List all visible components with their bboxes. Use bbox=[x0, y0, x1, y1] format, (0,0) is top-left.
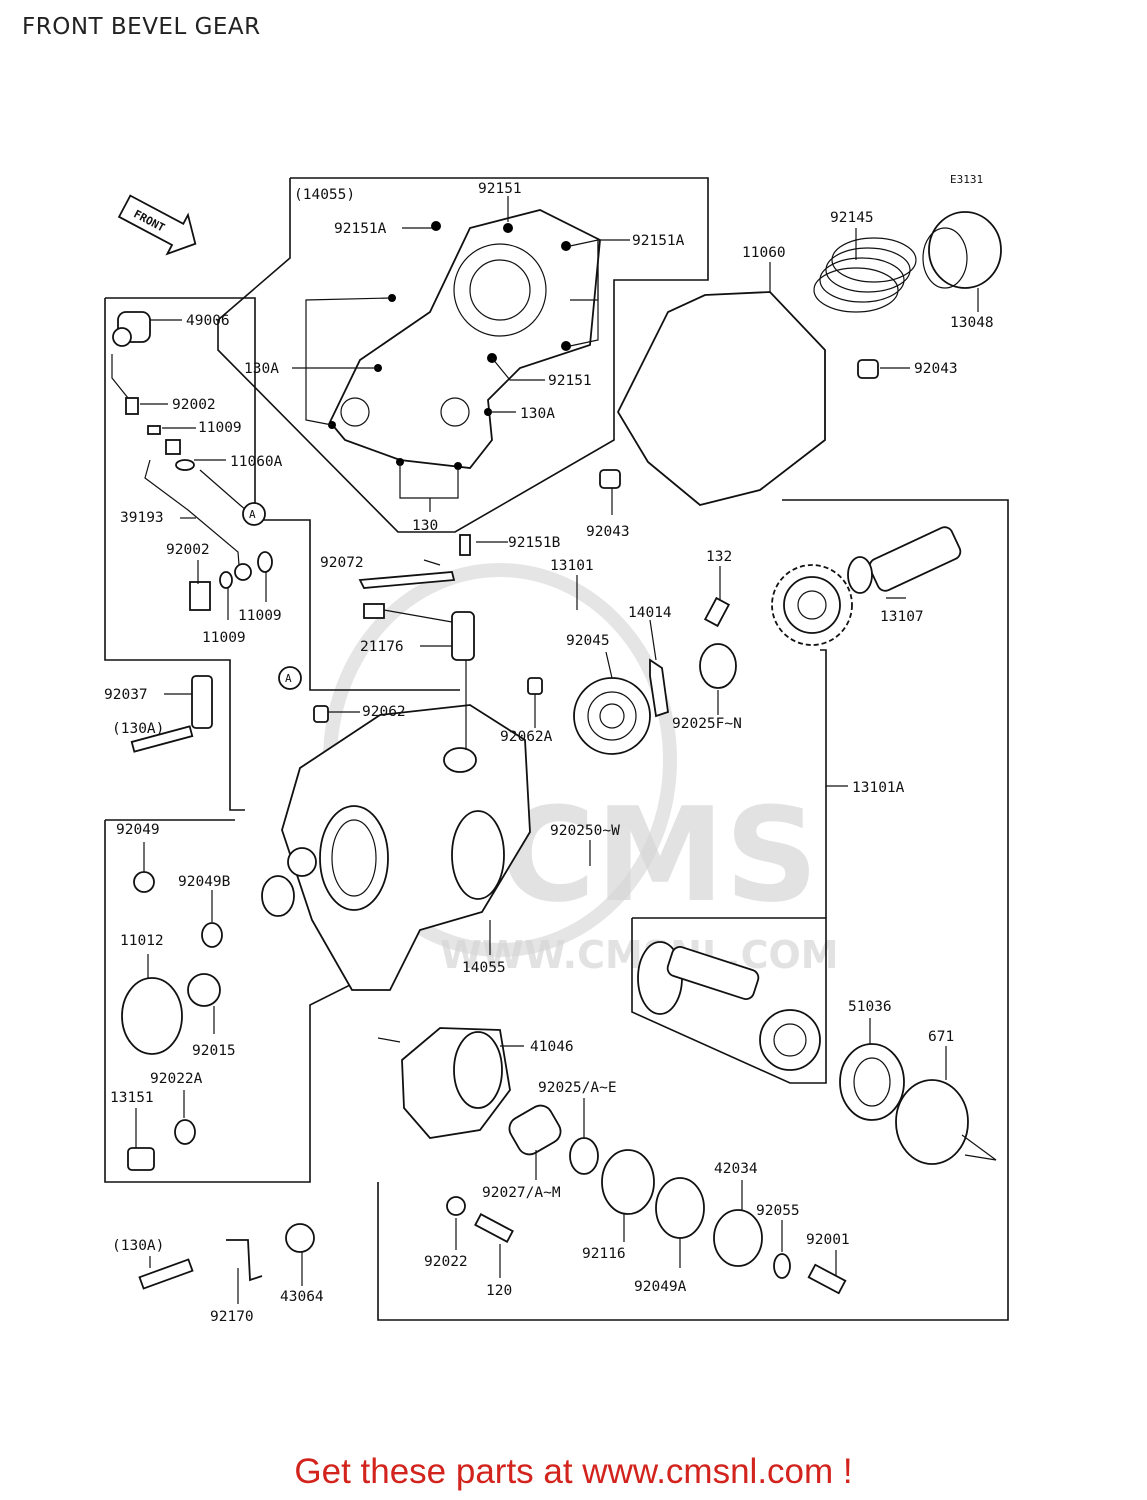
label-92151b: 92151B bbox=[508, 535, 561, 551]
shaft-13107 bbox=[847, 526, 962, 594]
label-41046: 41046 bbox=[530, 1039, 574, 1055]
parts-diagram: CMS WWW.CMSNL.COM FRONT bbox=[104, 173, 1009, 1325]
label-92151-top: 92151 bbox=[478, 181, 522, 197]
label-130a-group-lower: (130A) bbox=[112, 1238, 164, 1254]
label-92145: 92145 bbox=[830, 210, 874, 226]
ref-marker-a-2: A bbox=[278, 666, 302, 690]
label-92037: 92037 bbox=[104, 687, 148, 703]
label-92002-lower: 92002 bbox=[166, 542, 210, 558]
label-130: 130 bbox=[412, 518, 438, 534]
label-51036: 51036 bbox=[848, 999, 892, 1015]
label-92170: 92170 bbox=[210, 1309, 254, 1325]
label-14055: 14055 bbox=[462, 960, 506, 976]
bevel-pinion-shaft bbox=[637, 941, 821, 1071]
breather-parts bbox=[112, 311, 273, 611]
label-92025-a-e: 92025/A~E bbox=[538, 1080, 617, 1096]
footer-cta-link[interactable]: Get these parts at www.cmsnl.com ! bbox=[294, 1452, 853, 1491]
ref-marker-a-1: A bbox=[242, 502, 266, 526]
gear-case bbox=[281, 704, 531, 991]
speed-sensor bbox=[358, 534, 475, 661]
label-14055-group: (14055) bbox=[294, 187, 355, 203]
label-11009-upper: 11009 bbox=[198, 420, 242, 436]
plate-14014 bbox=[649, 658, 669, 718]
bearing-housing bbox=[401, 1027, 511, 1139]
label-92049b: 92049B bbox=[178, 874, 231, 890]
collar-92027 bbox=[508, 1104, 562, 1156]
label-92151-mid: 92151 bbox=[548, 373, 592, 389]
group-outlines bbox=[104, 177, 1009, 1321]
label-43064: 43064 bbox=[280, 1289, 324, 1305]
o-ring-671 bbox=[895, 1079, 969, 1165]
label-92045: 92045 bbox=[566, 633, 610, 649]
label-92001: 92001 bbox=[806, 1232, 850, 1248]
label-92151a-right: 92151A bbox=[632, 233, 685, 249]
bearing-92116 bbox=[601, 1149, 655, 1215]
seal-51036 bbox=[839, 1043, 905, 1121]
collar-lower bbox=[599, 469, 621, 489]
label-92027-a-m: 92027/A~M bbox=[482, 1185, 561, 1201]
label-92049: 92049 bbox=[116, 822, 160, 838]
seal-51036-inner bbox=[853, 1057, 891, 1107]
collar-upper bbox=[857, 359, 879, 379]
label-42034: 42034 bbox=[714, 1161, 758, 1177]
left-lower-parts bbox=[121, 675, 543, 1290]
label-92043-upper: 92043 bbox=[914, 361, 958, 377]
bearing-92045 bbox=[573, 677, 651, 755]
front-arrow-icon: FRONT bbox=[117, 194, 197, 256]
label-120: 120 bbox=[486, 1283, 512, 1299]
label-11009-right: 11009 bbox=[238, 608, 282, 624]
label-671: 671 bbox=[928, 1029, 954, 1045]
label-49006: 49006 bbox=[186, 313, 230, 329]
o-ring-92055 bbox=[773, 1253, 791, 1279]
seal-92049a bbox=[655, 1177, 705, 1239]
label-92022: 92022 bbox=[424, 1254, 468, 1270]
label-92072: 92072 bbox=[320, 555, 364, 571]
label-11060: 11060 bbox=[742, 245, 786, 261]
label-21176: 21176 bbox=[360, 639, 404, 655]
label-11009-lower: 11009 bbox=[202, 630, 246, 646]
label-13101: 13101 bbox=[550, 558, 594, 574]
label-92116: 92116 bbox=[582, 1246, 626, 1262]
part-labels: E3131 (14055) 92151 92151A 92151A 130A 9… bbox=[104, 173, 994, 1325]
gear-13101a bbox=[771, 564, 853, 646]
label-920250-w: 920250~W bbox=[550, 823, 620, 839]
label-13151: 13151 bbox=[110, 1090, 154, 1106]
label-130a-right: 130A bbox=[520, 406, 555, 422]
svg-text:A: A bbox=[249, 508, 256, 521]
label-13101a: 13101A bbox=[852, 780, 905, 796]
label-92151a-left: 92151A bbox=[334, 221, 387, 237]
label-130a-group-upper: (130A) bbox=[112, 721, 164, 737]
label-92022a: 92022A bbox=[150, 1071, 203, 1087]
coupling-42034 bbox=[713, 1209, 763, 1267]
spring bbox=[813, 237, 917, 313]
diagram-code: E3131 bbox=[950, 173, 983, 186]
label-92015: 92015 bbox=[192, 1043, 236, 1059]
label-92062a: 92062A bbox=[500, 729, 553, 745]
gasket bbox=[616, 291, 826, 506]
watermark-brand: CMS bbox=[500, 779, 818, 931]
label-92062: 92062 bbox=[362, 704, 406, 720]
label-130a-left: 130A bbox=[244, 361, 279, 377]
label-39193: 39193 bbox=[120, 510, 164, 526]
svg-text:A: A bbox=[285, 672, 292, 685]
bolt-132 bbox=[703, 596, 731, 628]
coupling bbox=[922, 211, 1002, 289]
gear-case-cover bbox=[328, 209, 601, 470]
label-11060a: 11060A bbox=[230, 454, 283, 470]
label-92043-lower: 92043 bbox=[586, 524, 630, 540]
seal-92025fn bbox=[699, 643, 737, 689]
bolt-92001 bbox=[807, 1263, 847, 1295]
label-14014: 14014 bbox=[628, 605, 672, 621]
leader-lines bbox=[111, 196, 997, 1304]
label-92025f-n: 92025F~N bbox=[672, 716, 742, 732]
label-11012: 11012 bbox=[120, 933, 164, 949]
label-132: 132 bbox=[706, 549, 732, 565]
label-13107: 13107 bbox=[880, 609, 924, 625]
label-92049a: 92049A bbox=[634, 1279, 687, 1295]
label-92055: 92055 bbox=[756, 1203, 800, 1219]
page-title: FRONT BEVEL GEAR bbox=[22, 14, 261, 40]
shim-92025ae bbox=[569, 1137, 599, 1175]
label-92002-upper: 92002 bbox=[172, 397, 216, 413]
label-13048: 13048 bbox=[950, 315, 994, 331]
